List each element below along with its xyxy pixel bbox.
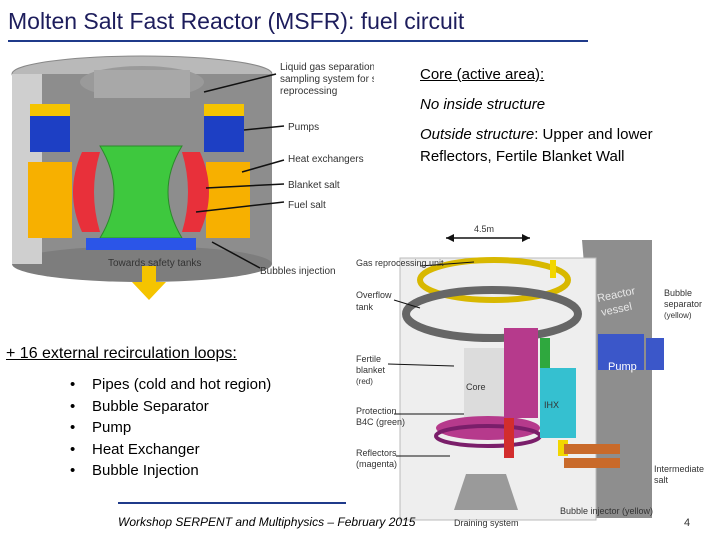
label-ihx: IHX xyxy=(544,400,559,410)
list-item: Pipes (cold and hot region) xyxy=(70,374,271,396)
label-reflectors-2: (magenta) xyxy=(356,459,397,469)
loops-heading: + 16 external recirculation loops: xyxy=(6,345,237,362)
label-gas-line1: Liquid gas separation and xyxy=(280,62,374,73)
label-fertile-3: (red) xyxy=(356,377,373,386)
footer-text: Workshop SERPENT and Multiphysics – Febr… xyxy=(118,515,416,529)
label-blanket-salt: Blanket salt xyxy=(288,180,340,191)
label-safety-tanks: Towards safety tanks xyxy=(108,258,201,269)
list-item: Pump xyxy=(70,417,271,439)
label-overflow-2: tank xyxy=(356,302,374,312)
fuel-circuit-figure: 4.5m Gas reprocessing unit Overflow tank… xyxy=(354,218,716,530)
label-heat-exchangers: Heat exchangers xyxy=(288,154,364,165)
label-pump: Pump xyxy=(608,361,637,373)
list-item: Bubble Separator xyxy=(70,396,271,418)
label-intermediate-2: salt xyxy=(654,475,669,485)
footer-divider xyxy=(118,502,346,504)
label-overflow-1: Overflow xyxy=(356,290,392,300)
label-intermediate-1: Intermediate xyxy=(654,464,704,474)
label-protection-2: B4C (green) xyxy=(356,417,405,427)
list-item: Bubble Injection xyxy=(70,460,271,482)
core-inside-text: No inside structure xyxy=(420,96,546,113)
label-bubbles-injection: Bubbles injection xyxy=(260,266,336,277)
label-separator-2: separator xyxy=(664,299,702,309)
label-draining: Draining system xyxy=(454,518,519,528)
core-outside-label: Outside structure xyxy=(420,126,535,143)
slide-title: Molten Salt Fast Reactor (MSFR): fuel ci… xyxy=(8,8,465,34)
label-dimension: 4.5m xyxy=(474,224,494,234)
label-gas-reprocessing: Gas reprocessing unit xyxy=(356,258,444,268)
loops-list: Pipes (cold and hot region) Bubble Separ… xyxy=(70,374,271,482)
core-outside-text: Outside structure: Upper and lower Refle… xyxy=(420,124,710,168)
core-heading: Core (active area): xyxy=(420,66,545,83)
label-separator-3: (yellow) xyxy=(664,311,692,320)
page-number: 4 xyxy=(684,517,691,529)
label-fuel-salt: Fuel salt xyxy=(288,200,326,211)
label-reflectors-1: Reflectors xyxy=(356,448,397,458)
core-outside-desc: : Upper and lower Reflectors, Fertile Bl… xyxy=(420,126,653,165)
label-fertile-2: blanket xyxy=(356,365,386,375)
title-underline xyxy=(8,40,588,42)
label-fertile-1: Fertile xyxy=(356,354,381,364)
label-bubble-injector: Bubble injector (yellow) xyxy=(560,506,653,516)
label-protection-1: Protection xyxy=(356,406,397,416)
label-separator-1: Bubble xyxy=(664,288,692,298)
list-item: Heat Exchanger xyxy=(70,439,271,461)
label-gas-line3: reprocessing xyxy=(280,86,337,97)
label-core: Core xyxy=(466,382,486,392)
label-gas-line2: sampling system for salt xyxy=(280,74,374,85)
label-pumps: Pumps xyxy=(288,122,319,133)
reactor-cutaway-figure: Liquid gas separation and sampling syste… xyxy=(4,52,374,310)
